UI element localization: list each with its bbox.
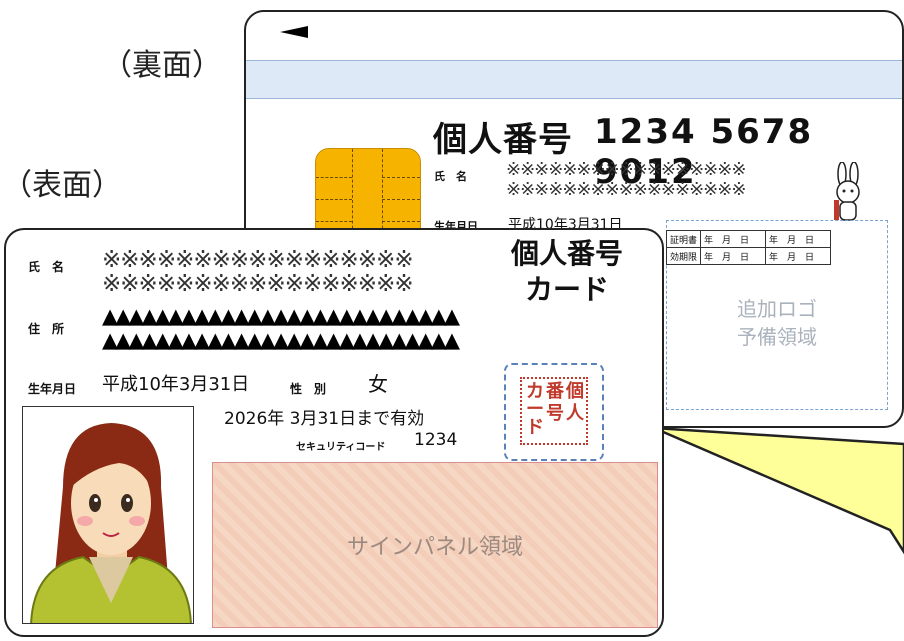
cert-label: 証明書: [665, 230, 702, 248]
stamp-char: カ: [526, 381, 544, 402]
back-individual-number: 1234 5678 9012: [594, 112, 814, 192]
front-address-label: 住 所: [28, 322, 65, 336]
stamp-char: 号: [546, 403, 564, 424]
extra-logo-area: 追加ロゴ 予備領域: [666, 220, 888, 410]
signature-panel-label: サインパネル領域: [346, 535, 523, 560]
card-title: 個人番号 カード: [502, 236, 632, 308]
back-number-label: 個人番号: [433, 120, 573, 160]
front-birth-label: 生年月日: [28, 382, 77, 396]
cert-cell: 年 月 日: [765, 230, 832, 248]
portrait-photo: [22, 406, 194, 624]
stamp-char: ド: [526, 417, 544, 438]
security-code-label: セキュリティコード: [296, 442, 386, 453]
back-side-label: （裏面）: [102, 48, 222, 83]
card-front: 氏 名 ※※※※※※※※※※※※※※※※※ ※※※※※※※※※※※※※※※※※ …: [4, 228, 664, 637]
front-name-label: 氏 名: [28, 260, 65, 274]
back-name-label: 氏 名: [434, 170, 467, 183]
logo-area-line1: 追加ロゴ: [737, 297, 817, 321]
cert-cell: 年 月 日: [765, 247, 832, 265]
back-name-line1: ※※※※※※※※※※※※※※※※※: [506, 159, 746, 180]
back-name-line2: ※※※※※※※※※※※※※※※※※: [506, 179, 746, 200]
logo-area-line2: 予備領域: [737, 325, 817, 349]
card-title-line1: 個人番号: [510, 237, 623, 270]
front-sex-label: 性 別: [290, 382, 327, 396]
front-address-line1: ▲▲▲▲▲▲▲▲▲▲▲▲▲▲▲▲▲▲▲▲▲▲▲▲▲▲▲: [102, 304, 460, 328]
stamp-char: 人: [566, 403, 584, 424]
cert-cell: 年 月 日: [700, 247, 767, 265]
stamp-char: 個: [566, 381, 584, 402]
stamp-char: ー: [526, 399, 544, 420]
mascot-rabbit-icon: [834, 162, 860, 221]
front-birth: 平成10年3月31日: [102, 374, 250, 395]
stamp-area: 個 人 番 号 カ ー ド: [504, 363, 604, 461]
front-sex: 女: [368, 372, 388, 396]
security-code: 1234: [414, 430, 458, 450]
cert-label: 効期限: [665, 247, 702, 265]
stamp-char: 番: [546, 381, 564, 402]
front-name-line2: ※※※※※※※※※※※※※※※※※: [102, 271, 414, 297]
card-title-line2: カード: [524, 273, 609, 306]
front-side-label: （表面）: [2, 168, 122, 203]
direction-arrow-icon: [280, 26, 308, 38]
front-name-line1: ※※※※※※※※※※※※※※※※※: [102, 247, 414, 273]
certificate-expiry-table: 証明書 年 月 日 年 月 日 効期限 年 月 日 年 月 日: [665, 230, 832, 265]
card-stamp-icon: 個 人 番 号 カ ー ド: [520, 377, 588, 445]
magnetic-stripe: [246, 60, 902, 99]
woman-portrait-icon: [30, 423, 192, 623]
front-address-line2: ▲▲▲▲▲▲▲▲▲▲▲▲▲▲▲▲▲▲▲▲▲▲▲▲▲▲▲: [102, 328, 460, 352]
signature-panel: サインパネル領域: [212, 462, 658, 628]
callout-shape: [653, 426, 904, 555]
front-valid-until: 2026年 3月31日まで有効: [224, 409, 425, 429]
cert-cell: 年 月 日: [700, 230, 767, 248]
